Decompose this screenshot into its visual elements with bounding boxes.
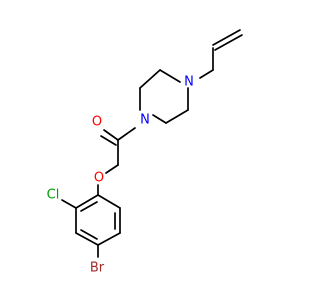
atom-carbonyl-oxygen: O bbox=[92, 115, 102, 130]
atom-chlorine: Cl bbox=[47, 188, 60, 203]
bond-n1-carbonyl-c bbox=[117, 127, 136, 141]
atom-bromine: Br bbox=[90, 261, 105, 276]
bond-ring-c-n1 bbox=[152, 114, 167, 124]
bond-ch2-o bbox=[105, 164, 119, 174]
atom-labels: O N N O Cl Br bbox=[47, 75, 194, 276]
bond-lines bbox=[61, 29, 243, 258]
atom-allyl-nitrogen: N bbox=[184, 75, 194, 90]
molecule-structure: O N N O Cl Br bbox=[47, 29, 243, 276]
bond-ring-c-c2 bbox=[139, 69, 161, 89]
bond-vinyl-double-a bbox=[212, 29, 241, 46]
bond-aryl-cl bbox=[61, 199, 77, 209]
bond-ring-inner-b bbox=[80, 229, 98, 240]
atom-amide-nitrogen: N bbox=[140, 113, 150, 128]
bond-carbonyl-c-o-a bbox=[103, 129, 119, 141]
bond-ring-c6-c1 bbox=[97, 194, 121, 209]
bond-ring-c4-c5 bbox=[97, 232, 121, 246]
bond-vinyl-double-b bbox=[214, 34, 243, 51]
atom-ether-oxygen: O bbox=[94, 171, 104, 186]
bond-ring-c1-c2 bbox=[75, 194, 99, 209]
bond-carbonyl-c-o-b bbox=[100, 135, 117, 146]
bond-ring-inner-a bbox=[80, 201, 98, 212]
bond-ring-c3-c4 bbox=[75, 232, 99, 246]
bond-ring-c-n4 bbox=[159, 69, 181, 83]
bond-allyl-ch2-n bbox=[199, 69, 214, 79]
bond-ring-c-c1 bbox=[165, 109, 189, 124]
